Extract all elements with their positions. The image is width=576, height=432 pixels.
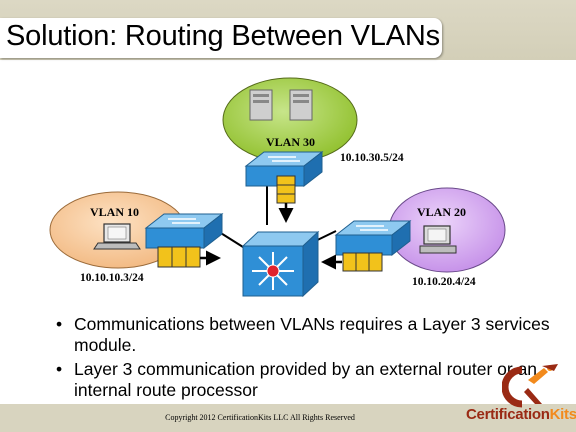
switch-vlan-10 (144, 212, 224, 250)
servers-icon (249, 89, 313, 121)
vlan-20-label: VLAN 20 (417, 205, 466, 219)
switch-vlan-20 (334, 219, 412, 257)
vlan-10-label: VLAN 10 (90, 205, 139, 219)
title-chip (0, 18, 442, 58)
vlan-20-group: VLAN 20 (388, 187, 506, 273)
bullet-list: Communications between VLANs requires a … (52, 314, 572, 404)
vlan-30-address: 10.10.30.5/24 (340, 152, 404, 164)
vlan-20-address: 10.10.20.4/24 (412, 276, 476, 288)
trunk-port-vlan-30 (276, 175, 296, 204)
trunk-port-vlan-20 (342, 252, 383, 272)
slide-title: Solution: Routing Between VLANs (6, 20, 440, 52)
vlan-routing-diagram: VLAN 30 VLAN 10 VLAN 20 (49, 77, 506, 298)
trunk-port-vlan-10 (157, 246, 201, 268)
laptop-icon (93, 223, 141, 250)
certificationkits-logo-text: CertificationKits (466, 406, 576, 423)
vlan-30-group: VLAN 30 (222, 77, 358, 163)
footer-bar (0, 404, 576, 432)
desktop-pc-icon (419, 225, 457, 254)
logo-text-accent: Kits (549, 406, 576, 423)
layer3-switch-icon (241, 230, 320, 298)
certificationkits-logo-mark-icon (502, 364, 558, 408)
logo-text-main: Certification (466, 406, 550, 423)
bullet-item: Layer 3 communication provided by an ext… (52, 359, 572, 401)
vlan-10-address: 10.10.10.3/24 (80, 272, 144, 284)
vlan-10-group: VLAN 10 (49, 191, 187, 269)
bullet-item: Communications between VLANs requires a … (52, 314, 572, 356)
vlan-30-label: VLAN 30 (266, 135, 315, 149)
copyright-text: Copyright 2012 CertificationKits LLC All… (165, 413, 355, 422)
